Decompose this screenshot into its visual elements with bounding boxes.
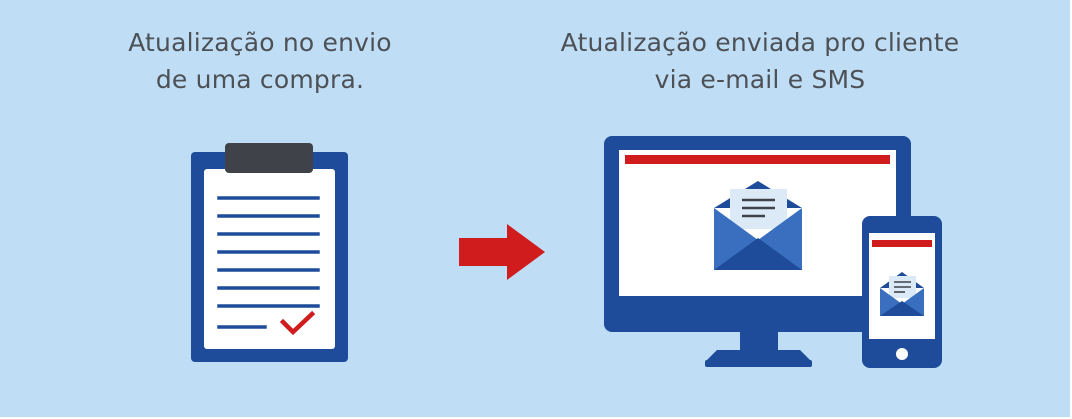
document-lines: [217, 196, 320, 329]
caption-purchase-update-line1: Atualização no envio: [128, 28, 392, 57]
arrow-right-icon: [459, 224, 545, 280]
clipboard-icon: [191, 143, 348, 362]
checkmark-icon: [279, 310, 316, 336]
phone-envelope-icon: [880, 272, 924, 316]
envelope-icon: [714, 181, 802, 270]
caption-customer-notified-line2: via e-mail e SMS: [654, 65, 866, 94]
monitor-icon: [604, 136, 911, 367]
smartphone-icon: [862, 216, 942, 368]
caption-customer-notified: Atualização enviada pro cliente via e-ma…: [540, 24, 980, 98]
caption-purchase-update: Atualização no envio de uma compra.: [90, 24, 430, 98]
caption-customer-notified-line1: Atualização enviada pro cliente: [560, 28, 960, 57]
caption-purchase-update-line2: de uma compra.: [155, 65, 365, 94]
